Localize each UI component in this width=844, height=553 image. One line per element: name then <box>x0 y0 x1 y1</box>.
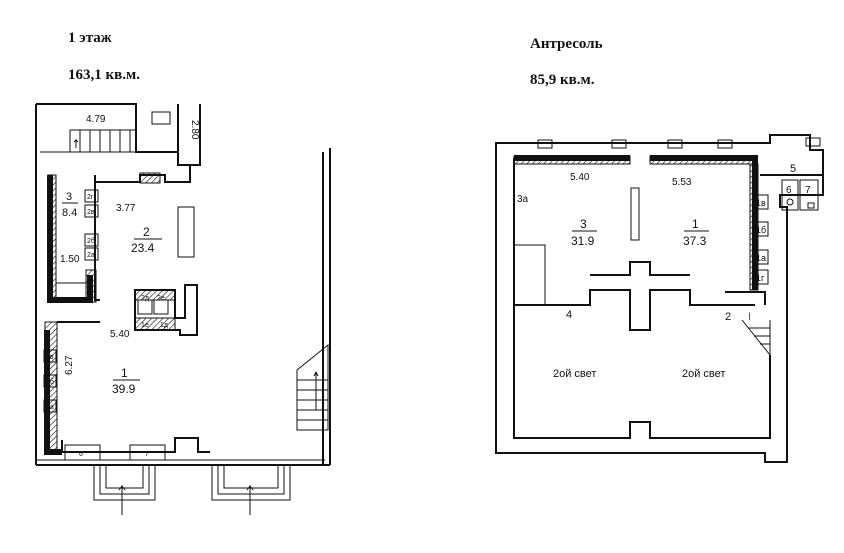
mezzanine-inner-wall <box>514 155 758 290</box>
mezzanine-room3-number: 3 <box>580 217 587 231</box>
floor1-title: 1 этаж <box>68 30 112 46</box>
mezzanine-double-light-left: 2ой свет <box>553 368 596 380</box>
mezzanine-room6-label: 6 <box>786 185 792 196</box>
floor1-core <box>134 284 198 336</box>
mezzanine-outer-wall <box>495 134 824 463</box>
mezzanine-stair <box>725 291 771 357</box>
floor1-plan: 4.79 2.80 3.77 1.50 5.40 6.27 3 8.4 2 23… <box>35 103 331 515</box>
mezzanine-dim-left: 5.40 <box>570 172 590 183</box>
mezzanine-room1-number: 1 <box>692 217 699 231</box>
mezzanine-double-light-right: 2ой свет <box>682 368 725 380</box>
floor1-column <box>177 206 195 258</box>
mezzanine-room-1g: 1г <box>756 273 765 283</box>
floor1-area: 163,1 кв.м. <box>68 67 140 83</box>
mezzanine-room2: 2 <box>725 311 731 323</box>
floor1-dim-room3: 1.50 <box>60 254 80 265</box>
floor1-room3-number: 3 <box>66 191 72 203</box>
floor1-stairs-top <box>40 129 136 153</box>
mezzanine-room4: 4 <box>566 309 572 321</box>
floor1-room1-area: 39.9 <box>112 382 136 396</box>
floor1-room-2v: 2в <box>87 209 95 216</box>
mezzanine-area: 85,9 кв.м. <box>530 72 595 88</box>
mezzanine-room6 <box>781 179 799 211</box>
mezzanine-title: Антресоль <box>530 36 603 52</box>
mezzanine-double-height-area <box>513 305 771 439</box>
floor1-room2-area: 23.4 <box>131 241 155 255</box>
mezzanine-room-1v: 1в <box>756 198 766 208</box>
mezzanine-room1-area: 37.3 <box>683 234 707 248</box>
mezzanine-column <box>630 187 640 241</box>
floor1-entrance-right <box>211 465 291 515</box>
floor1-room-2d: 2д <box>141 295 149 302</box>
mezzanine-room3a: 3а <box>517 194 529 205</box>
mezzanine-dim-right: 5.53 <box>672 177 692 188</box>
floor1-room-2g: 2г <box>87 194 94 201</box>
mezzanine-room7 <box>799 179 819 211</box>
mezzanine-mark: I <box>748 311 751 323</box>
floor1-room-1d: 1д <box>160 322 168 329</box>
mezzanine-plan: 5.40 5.53 3 31.9 1 37.3 3а 4 2 I 5 6 7 1… <box>495 134 824 463</box>
floor1-room-2e: 2е <box>157 295 165 302</box>
floor1-dim-room2: 3.77 <box>116 203 136 214</box>
floor1-room1-number: 1 <box>121 366 128 380</box>
floor1-top-wall <box>36 103 178 153</box>
mezzanine-room-1a: 1а <box>756 253 766 263</box>
mezzanine-room7-label: 7 <box>805 185 811 196</box>
floor1-room-1e: 1е <box>141 322 149 329</box>
floor1-dim-hall: 5.40 <box>110 329 130 340</box>
floor1-room6-label: 6 <box>79 451 83 458</box>
mezzanine-room3-area: 31.9 <box>571 234 595 248</box>
floor1-room-1v: 1в <box>46 354 54 361</box>
floor1-dim-stair: 2.80 <box>189 120 200 140</box>
floor1-room-2b: 2б <box>87 237 95 245</box>
floor1-room-1b: 1б <box>46 378 54 386</box>
floor1-entrance-left <box>93 465 156 515</box>
mezzanine-room-1b: 1б <box>756 225 766 235</box>
floor1-room2-number: 2 <box>143 225 150 239</box>
floor1-room-1a: 1а <box>46 404 54 411</box>
floor1-dim-width-top: 4.79 <box>86 114 106 125</box>
floor1-room3-area: 8.4 <box>62 207 77 219</box>
floor1-stairs-right <box>296 343 329 431</box>
floor1-room7-label: 7 <box>145 451 149 458</box>
floor1-room-2a: 2а <box>87 252 95 259</box>
floor1-dim-room1: 6.27 <box>64 355 75 375</box>
mezzanine-room5: 5 <box>790 163 796 175</box>
